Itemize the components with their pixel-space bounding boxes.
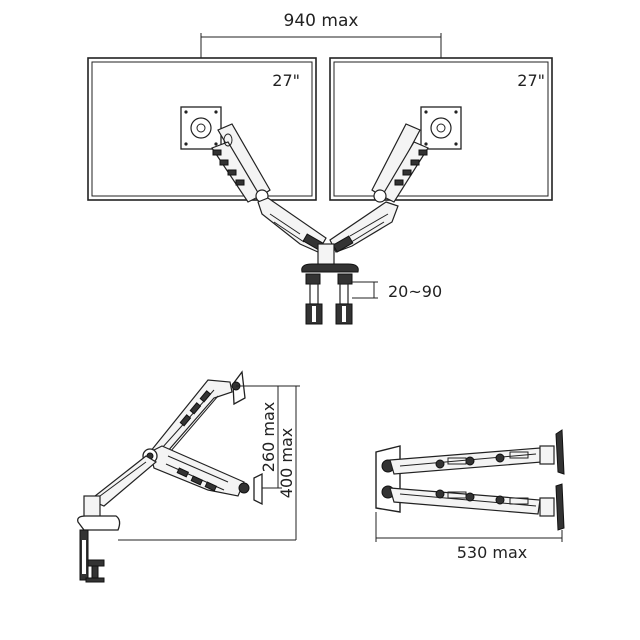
left-upper-arm — [211, 123, 271, 203]
right-upper-arm — [371, 123, 429, 203]
left-lower-arm — [257, 197, 327, 253]
arm-height-label: 260 max — [259, 402, 278, 472]
desk-thickness-label: 20~90 — [388, 282, 442, 301]
right-lower-arm — [329, 201, 399, 253]
right-monitor-size-label: 27" — [517, 71, 545, 90]
right-vesa-plate — [420, 106, 462, 150]
front-view-dual-monitors: 940 max 27" 27" — [87, 11, 553, 325]
desk-thickness-dimension: 20~90 — [352, 281, 442, 301]
width-dimension: 940 max — [200, 11, 442, 126]
left-vesa-plate — [180, 106, 222, 150]
side-view-arm: 260 max 400 max — [77, 370, 300, 583]
width-max-label: 940 max — [284, 11, 359, 31]
center-pole-and-clamp — [301, 243, 359, 325]
left-monitor-size-label: 27" — [272, 71, 300, 90]
plan-view-arms: 530 max — [375, 429, 565, 562]
reach-max-label: 530 max — [457, 543, 527, 562]
total-height-label: 400 max — [277, 428, 296, 498]
